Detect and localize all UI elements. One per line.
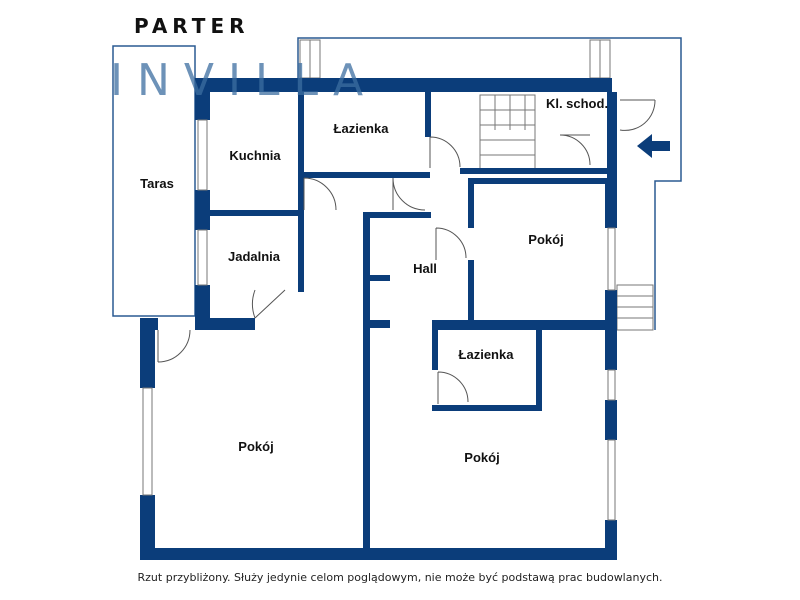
terrace-outline [112,45,196,317]
entrance-outline [297,37,682,330]
outside-steps [616,284,654,331]
room-label-pokoj-left: Pokój [238,439,273,454]
room-label-lazienka-bottom: Łazienka [459,347,515,362]
room-label-kuchnia: Kuchnia [229,148,281,163]
room-label-taras: Taras [140,176,174,191]
doors [157,99,656,404]
room-label-pokoj-right: Pokój [528,232,563,247]
room-label-kl-schod: Kl. schod. [546,96,608,111]
logo-watermark: INVILLA [110,55,378,106]
floor-title: PARTER [134,14,250,38]
room-label-hall: Hall [413,261,437,276]
staircase [479,94,536,171]
walls [140,78,617,560]
room-label-lazienka-top: Łazienka [334,121,390,136]
disclaimer-note: Rzut przybliżony. Służy jedynie celom po… [137,571,663,584]
entrance-arrow-icon [637,134,670,158]
windows [142,119,616,521]
room-label-pokoj-center: Pokój [464,450,499,465]
room-label-jadalnia: Jadalnia [228,249,281,264]
